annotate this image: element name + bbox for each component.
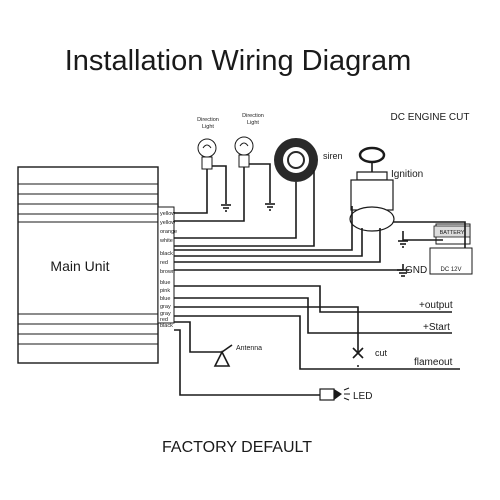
diagram-title: Installation Wiring Diagram	[65, 45, 412, 77]
wire-color-11: gray	[160, 304, 171, 310]
wire-color-2: yellow	[160, 220, 175, 226]
direction-light-1-line2: Light	[202, 124, 214, 130]
antenna-label: Antenna	[236, 345, 262, 352]
direction-light-2-line2: Light	[247, 120, 259, 126]
antenna: Antenna	[213, 344, 262, 367]
wire-connector	[157, 206, 175, 324]
wire-color-6: red	[160, 260, 168, 266]
ignition-switch: Ignition	[349, 146, 423, 232]
cut-label: cut	[375, 348, 388, 358]
wire-color-3: orange	[160, 229, 177, 235]
wires	[174, 163, 466, 396]
ground-symbol-2	[265, 203, 275, 211]
factory-default-label: FACTORY DEFAULT	[162, 439, 312, 456]
led-indicator: LED	[319, 387, 372, 402]
direction-light-2-line1: Direction	[242, 113, 264, 119]
siren-label: siren	[323, 151, 343, 161]
battery-voltage: DC 12V	[440, 267, 461, 273]
ground-symbol-3	[398, 240, 408, 248]
wire-color-9: pink	[160, 288, 170, 294]
start-label: +Start	[423, 322, 450, 333]
direction-light-1-line1: Direction	[197, 117, 219, 123]
flameout-label: flameout	[414, 357, 453, 368]
led-label: LED	[353, 391, 372, 402]
wire-color-4: white	[159, 238, 173, 244]
battery-label: BATTERY	[440, 230, 465, 236]
direction-light-2: Direction Light	[234, 113, 264, 168]
main-unit: Main Unit	[17, 166, 159, 364]
wire-color-12: gray	[160, 311, 171, 317]
ignition-label: Ignition	[391, 169, 423, 180]
wire-color-7: brown	[160, 269, 175, 275]
cut-point: cut	[352, 347, 388, 367]
wire-color-8: blue	[160, 280, 170, 286]
wire-color-5: black	[160, 251, 173, 257]
ground-symbol-gnd	[397, 264, 409, 277]
main-unit-label: Main Unit	[50, 258, 109, 274]
battery: BATTERY DC 12V	[429, 223, 473, 275]
wire-color-1: yellow	[160, 211, 175, 217]
wire-color-14: black	[160, 323, 173, 329]
siren: siren	[274, 138, 343, 182]
output-label: +output	[419, 300, 453, 311]
wire-color-13: red	[160, 317, 168, 323]
ground-symbol-1	[221, 204, 231, 212]
wire-color-10: blue	[160, 296, 170, 302]
direction-light-1: Direction Light	[197, 117, 219, 170]
gnd-label: GND	[405, 265, 427, 276]
subtitle-dc-engine-cut: DC ENGINE CUT	[391, 112, 470, 123]
